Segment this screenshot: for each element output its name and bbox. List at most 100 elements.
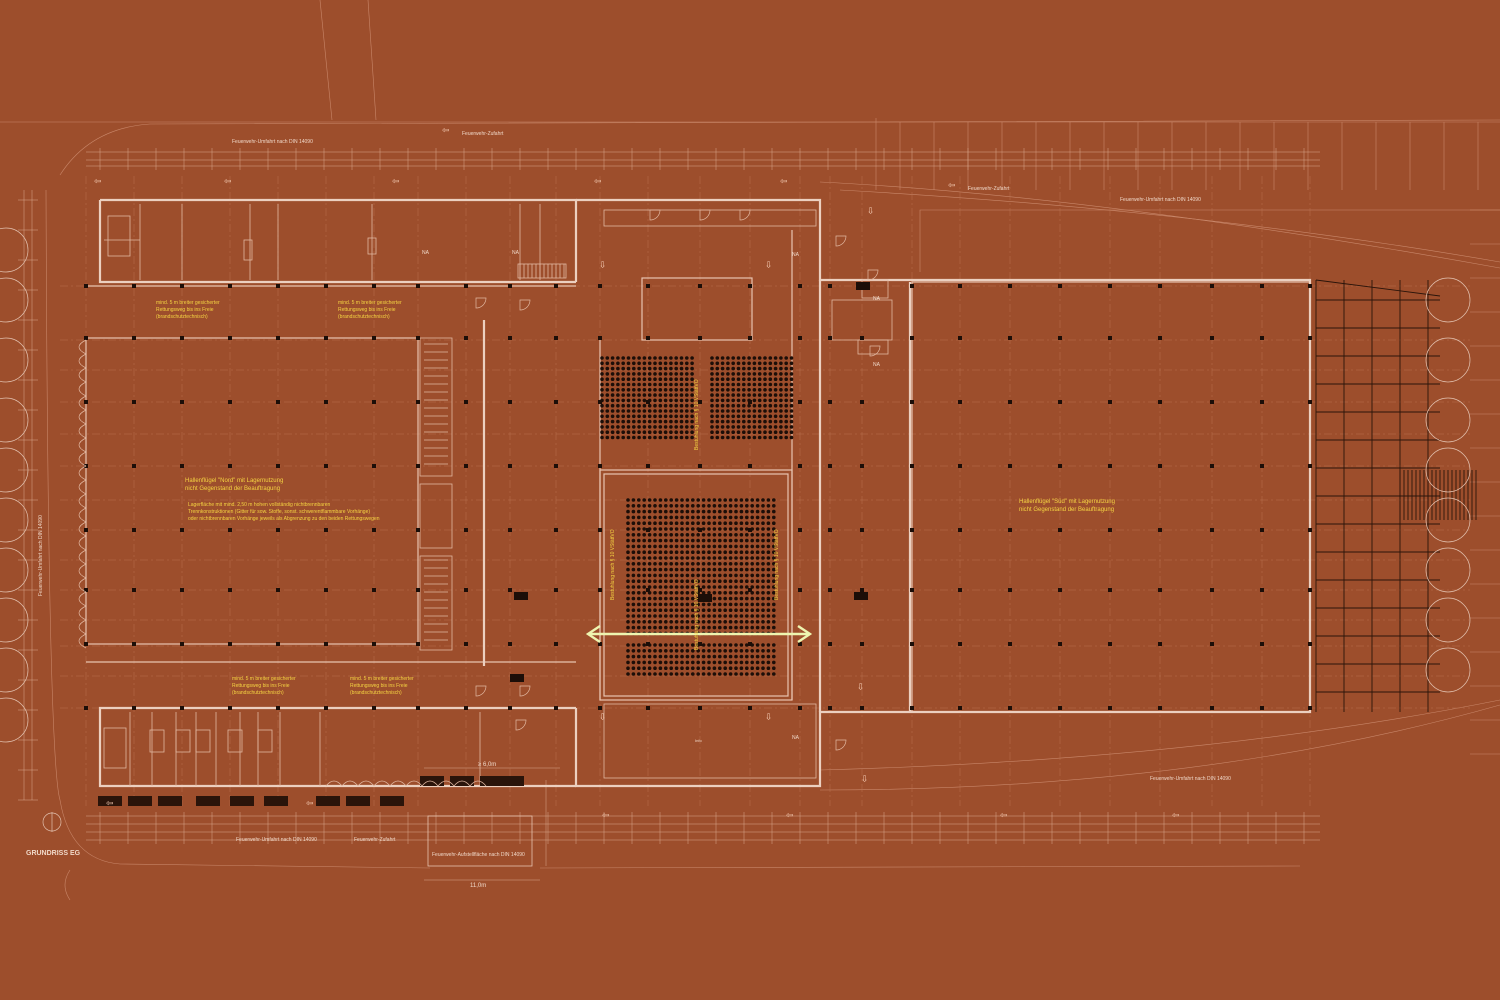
seat xyxy=(664,509,668,514)
seat xyxy=(658,562,663,566)
seat xyxy=(696,562,700,566)
seat xyxy=(734,504,738,508)
seat xyxy=(720,419,725,424)
seat xyxy=(653,419,657,424)
seat xyxy=(616,403,620,408)
seat xyxy=(779,377,783,382)
seat xyxy=(731,388,735,392)
seat xyxy=(653,591,657,595)
seat xyxy=(745,550,749,554)
seat xyxy=(642,372,647,376)
seat xyxy=(632,393,636,397)
seat xyxy=(631,608,636,612)
seat xyxy=(750,521,754,525)
seat xyxy=(718,660,722,665)
seat xyxy=(728,672,733,676)
seat xyxy=(747,377,751,382)
seat xyxy=(663,403,668,408)
structural-column xyxy=(180,528,184,532)
seat xyxy=(674,382,678,387)
seat xyxy=(691,579,695,583)
seat xyxy=(637,614,641,618)
seat xyxy=(691,585,695,589)
seat xyxy=(723,660,727,665)
seat xyxy=(626,591,630,595)
seat xyxy=(680,672,684,676)
seat xyxy=(600,425,604,429)
seat xyxy=(669,620,673,624)
seat xyxy=(696,579,700,583)
seat xyxy=(750,573,754,578)
seat xyxy=(605,388,610,392)
seat xyxy=(626,419,631,424)
seat xyxy=(755,504,760,508)
structural-column xyxy=(508,588,512,592)
fire-setup-area-box xyxy=(427,815,533,867)
seat xyxy=(707,515,711,520)
seat xyxy=(685,515,690,520)
seat xyxy=(669,533,673,537)
seat xyxy=(773,409,778,413)
seat xyxy=(696,666,700,670)
seat xyxy=(773,356,778,360)
seat xyxy=(637,672,641,676)
seat xyxy=(712,562,717,566)
structural-column xyxy=(1108,642,1112,646)
seat xyxy=(731,425,735,429)
seat xyxy=(669,556,673,560)
structural-column xyxy=(324,400,328,404)
seat xyxy=(750,643,754,647)
seat xyxy=(685,509,690,514)
facade-scallop xyxy=(78,605,87,621)
structural-column xyxy=(748,464,752,468)
structural-column xyxy=(1260,464,1264,468)
seat xyxy=(789,398,794,403)
structural-column xyxy=(464,528,468,532)
seat xyxy=(663,356,668,360)
tree-circle xyxy=(0,277,29,323)
seat xyxy=(691,666,695,670)
seat xyxy=(710,393,714,397)
seat xyxy=(616,398,620,403)
seat xyxy=(715,377,720,382)
seat xyxy=(691,660,695,665)
site-curve-bottom xyxy=(819,704,1500,791)
seat xyxy=(663,435,668,440)
seat xyxy=(658,382,663,387)
seat xyxy=(653,393,657,397)
seat xyxy=(637,596,641,601)
seat xyxy=(642,382,647,387)
seat xyxy=(789,356,794,360)
seat xyxy=(605,366,610,371)
seat xyxy=(664,602,668,607)
seat xyxy=(653,504,657,508)
seat xyxy=(642,562,646,566)
seat xyxy=(685,366,689,371)
seat xyxy=(745,527,749,531)
structural-column xyxy=(798,336,802,340)
seat xyxy=(674,533,679,537)
seat xyxy=(690,361,694,366)
seat xyxy=(745,654,749,659)
seat xyxy=(616,372,620,376)
seat xyxy=(691,596,695,601)
seat xyxy=(710,388,714,392)
structural-column xyxy=(748,336,752,340)
seat xyxy=(750,614,754,618)
structural-column xyxy=(554,528,558,532)
seat xyxy=(723,608,727,612)
seat xyxy=(647,527,652,531)
tree-circle xyxy=(0,337,29,383)
structural-column xyxy=(1108,400,1112,404)
seat xyxy=(723,672,727,676)
seat xyxy=(674,654,679,659)
seat xyxy=(755,602,760,607)
seat xyxy=(731,398,735,403)
seat xyxy=(653,509,657,514)
seat xyxy=(772,562,776,566)
seat xyxy=(669,425,673,429)
seat xyxy=(674,504,679,508)
seat xyxy=(745,498,749,502)
facade-scallop xyxy=(78,591,87,607)
seat xyxy=(701,649,706,653)
